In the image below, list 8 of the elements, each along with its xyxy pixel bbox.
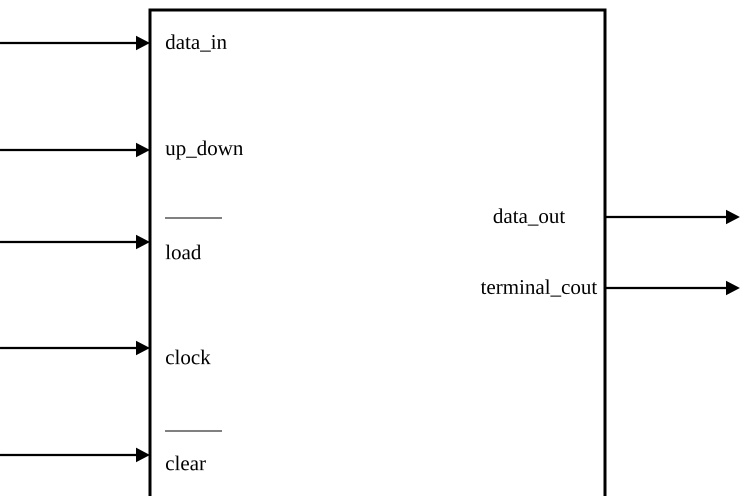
block-box bbox=[148, 8, 606, 496]
pin-label: data_in bbox=[166, 34, 227, 52]
pin-label: up_down bbox=[166, 140, 244, 160]
pin-label: clear bbox=[166, 456, 206, 470]
pin-label: terminal_cout bbox=[480, 279, 598, 297]
pin-label: data_out bbox=[494, 208, 566, 226]
pin-label: clock bbox=[166, 350, 211, 364]
pin-label: load bbox=[166, 244, 202, 260]
